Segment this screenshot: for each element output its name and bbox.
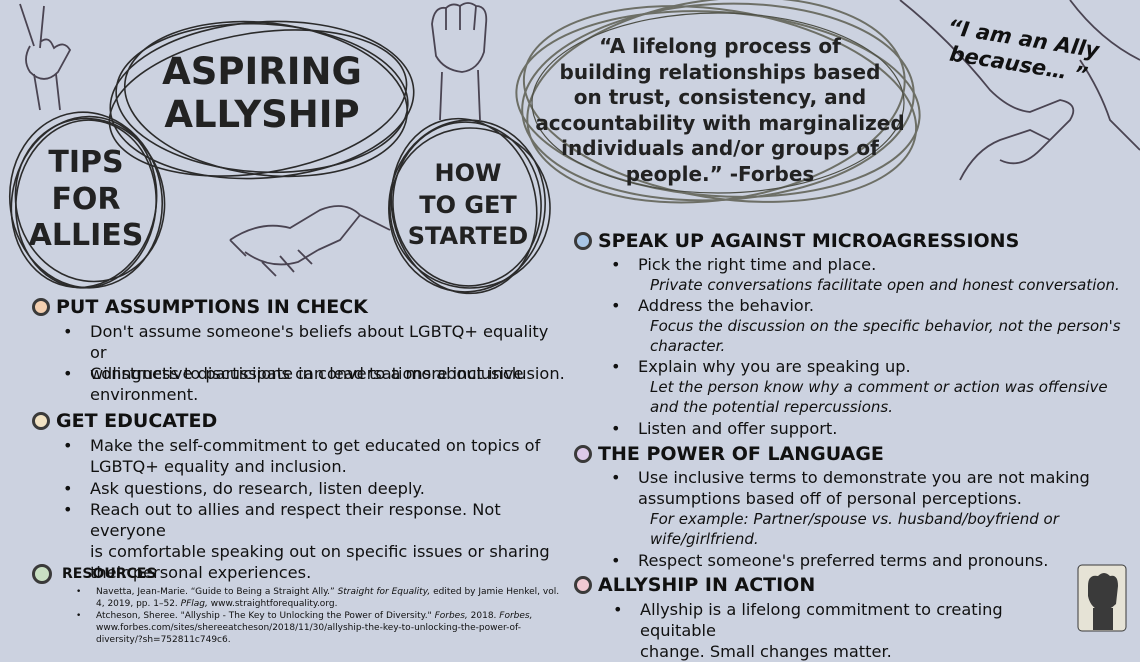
reference-item: • Navetta, Jean-Marie. “Guide to Being a…	[76, 587, 560, 609]
list-item: • Pick the right time and place.	[611, 255, 877, 274]
section-title: GET EDUCATED	[56, 410, 218, 432]
section-put-assumptions: PUT ASSUMPTIONS IN CHECK	[32, 296, 368, 318]
list-item: • Make the self-commitment to get educat…	[63, 436, 541, 476]
circle-bullet-icon	[32, 564, 52, 584]
list-item: • Use inclusive terms to demonstrate you…	[611, 468, 1090, 508]
how-to-get-started-heading: HOW TO GET STARTED	[398, 158, 538, 253]
list-note: Focus the discussion on the specific beh…	[650, 317, 1121, 355]
circle-bullet-icon	[574, 232, 592, 250]
section-title: THE POWER OF LANGUAGE	[598, 443, 884, 465]
quote-line-3: on trust, consistency, and	[573, 85, 867, 109]
circle-bullet-icon	[574, 576, 592, 594]
list-note: Private conversations facilitate open an…	[650, 276, 1120, 294]
reference-item: • Atcheson, Sheree. "Allyship - The Key …	[76, 611, 533, 645]
page-title: ASPIRING ALLYSHIP	[140, 50, 384, 137]
holding-hands-icon	[899, 0, 1140, 181]
list-item: • Listen and offer support.	[611, 419, 838, 438]
quote-line-6: people.” -Forbes	[625, 161, 815, 186]
circle-bullet-icon	[32, 412, 50, 430]
quote-line-5: individuals and/or groups of	[561, 136, 879, 160]
list-item: • Don't assume someone's beliefs about L…	[63, 322, 565, 383]
list-note: For example: Partner/spouse vs. husband/…	[650, 510, 1059, 548]
forbes-quote: “A lifelong process of building relation…	[530, 34, 910, 187]
decorative-line-art	[8, 0, 1140, 632]
quote-line-1: “A lifelong process of	[599, 34, 841, 58]
circle-bullet-icon	[32, 298, 50, 316]
tips-line-2: FOR	[51, 181, 121, 217]
peace-hand-icon	[19, 3, 72, 111]
section-get-educated: GET EDUCATED	[32, 410, 217, 432]
section-title: ALLYSHIP IN ACTION	[598, 574, 816, 596]
handshake-icon	[229, 205, 391, 277]
tips-for-allies-heading: TIPS FOR ALLIES	[20, 145, 152, 255]
how-line-2: TO GET	[419, 190, 517, 219]
list-item: • Ask questions, do research, listen dee…	[63, 479, 425, 498]
small-fist-icon	[1077, 564, 1127, 632]
list-item: • Respect someone's preferred terms and …	[611, 551, 1049, 570]
list-item: • Explain why you are speaking up.	[611, 357, 911, 376]
raised-fist-icon	[431, 2, 488, 121]
section-allyship-in-action: ALLYSHIP IN ACTION	[574, 574, 815, 596]
section-title: SPEAK UP AGAINST MICROAGRESSIONS	[598, 230, 1020, 252]
list-item: • Address the behavior.	[611, 296, 815, 315]
section-title: PUT ASSUMPTIONS IN CHECK	[56, 296, 368, 318]
circle-bullet-icon	[574, 445, 592, 463]
quote-line-4: accountability with marginalized	[535, 110, 905, 135]
section-resources: RESOURCES	[32, 564, 156, 584]
list-note: Let the person know why a comment or act…	[650, 378, 1108, 416]
title-line-2: ALLYSHIP	[164, 93, 360, 137]
section-speak-up: SPEAK UP AGAINST MICROAGRESSIONS	[574, 230, 1019, 252]
section-power-of-language: THE POWER OF LANGUAGE	[574, 443, 884, 465]
list-item: • Allyship is a lifelong commitment to c…	[613, 600, 1003, 661]
title-line-1: ASPIRING	[162, 50, 362, 93]
list-item: • Reach out to allies and respect their …	[63, 500, 550, 582]
how-line-1: HOW	[434, 159, 502, 187]
tips-line-1: TIPS	[48, 145, 124, 180]
quote-line-2: building relationships based	[559, 59, 881, 84]
how-line-3: STARTED	[407, 222, 529, 251]
section-title: RESOURCES	[62, 566, 157, 582]
list-item: • Constructive discussions can lead to a…	[63, 364, 524, 404]
tips-line-3: ALLIES	[28, 218, 144, 254]
